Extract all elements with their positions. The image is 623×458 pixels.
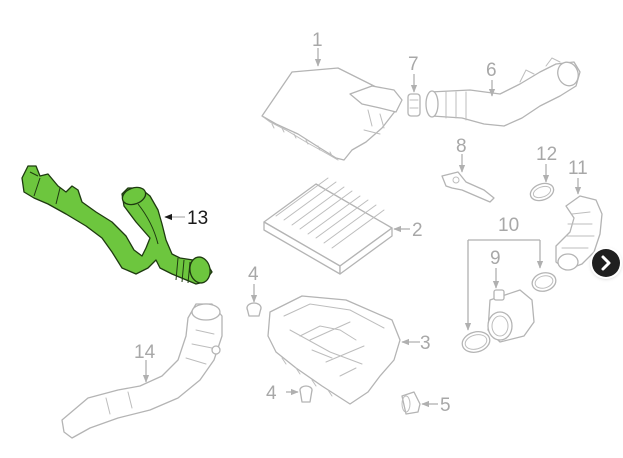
part-14-lower-duct (61, 303, 223, 439)
part-5-plug (401, 391, 421, 415)
next-image-button[interactable] (592, 249, 620, 277)
callout-12: 12 (536, 144, 557, 165)
callout-8: 8 (456, 136, 467, 157)
callout-10: 10 (498, 215, 519, 236)
part-10-group (461, 239, 557, 353)
part-13-intake-duct (21, 165, 213, 285)
callout-11: 11 (568, 158, 588, 179)
part-11-hose (555, 195, 603, 271)
callout-3: 3 (420, 333, 431, 354)
callout-7: 7 (408, 54, 419, 75)
part-2-air-filter (263, 177, 393, 275)
callout-1: 1 (312, 30, 323, 51)
part-6-intake-boot (425, 57, 581, 127)
callout-2: 2 (412, 220, 423, 241)
callout-6: 6 (486, 60, 497, 81)
part-9-mass-airflow-sensor (487, 289, 535, 343)
callout-13: 13 (187, 208, 208, 229)
part-3-airbox-housing (267, 295, 401, 405)
callout-14: 14 (134, 342, 156, 363)
part-12-hose-clamp (529, 182, 555, 202)
callout-9: 9 (490, 248, 501, 269)
callout-4b: 4 (266, 383, 277, 404)
part-4-grommet-lower (299, 385, 313, 403)
callout-5: 5 (440, 395, 451, 416)
part-1-airbox-cover (261, 67, 403, 161)
part-7-clip (407, 93, 421, 117)
part-4-grommet-upper (246, 302, 262, 317)
callout-4a: 4 (248, 264, 259, 285)
part-8-bracket (441, 171, 495, 203)
chevron-right-icon (601, 255, 611, 271)
